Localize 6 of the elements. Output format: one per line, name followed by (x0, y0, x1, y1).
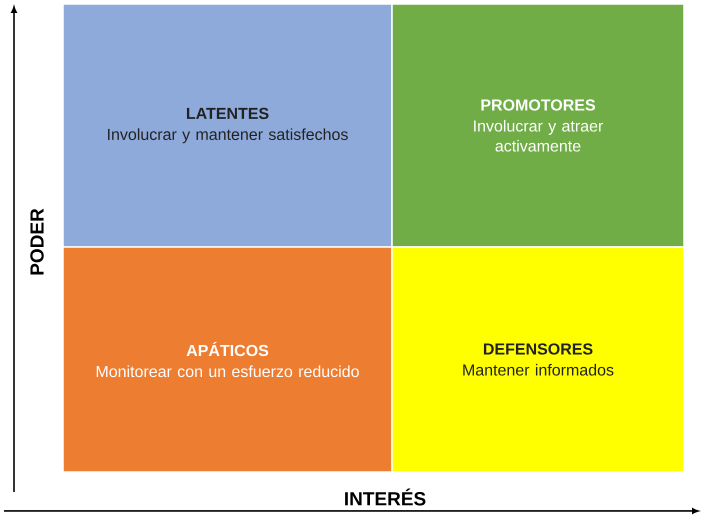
quadrant-box: APÁTICOS Monitorear con un esfuerzo reducido (62, 246, 393, 473)
quadrant-box: DEFENSORES Mantener informados (391, 246, 685, 473)
quadrant-box: PROMOTORES Involucrar y atraer activamente (391, 3, 685, 248)
axis-label: INTERÉS (345, 488, 426, 506)
axis-label: PODER (30, 208, 44, 274)
quadrant-box: LATENTES Involucrar y mantener satisfechos (62, 3, 393, 248)
